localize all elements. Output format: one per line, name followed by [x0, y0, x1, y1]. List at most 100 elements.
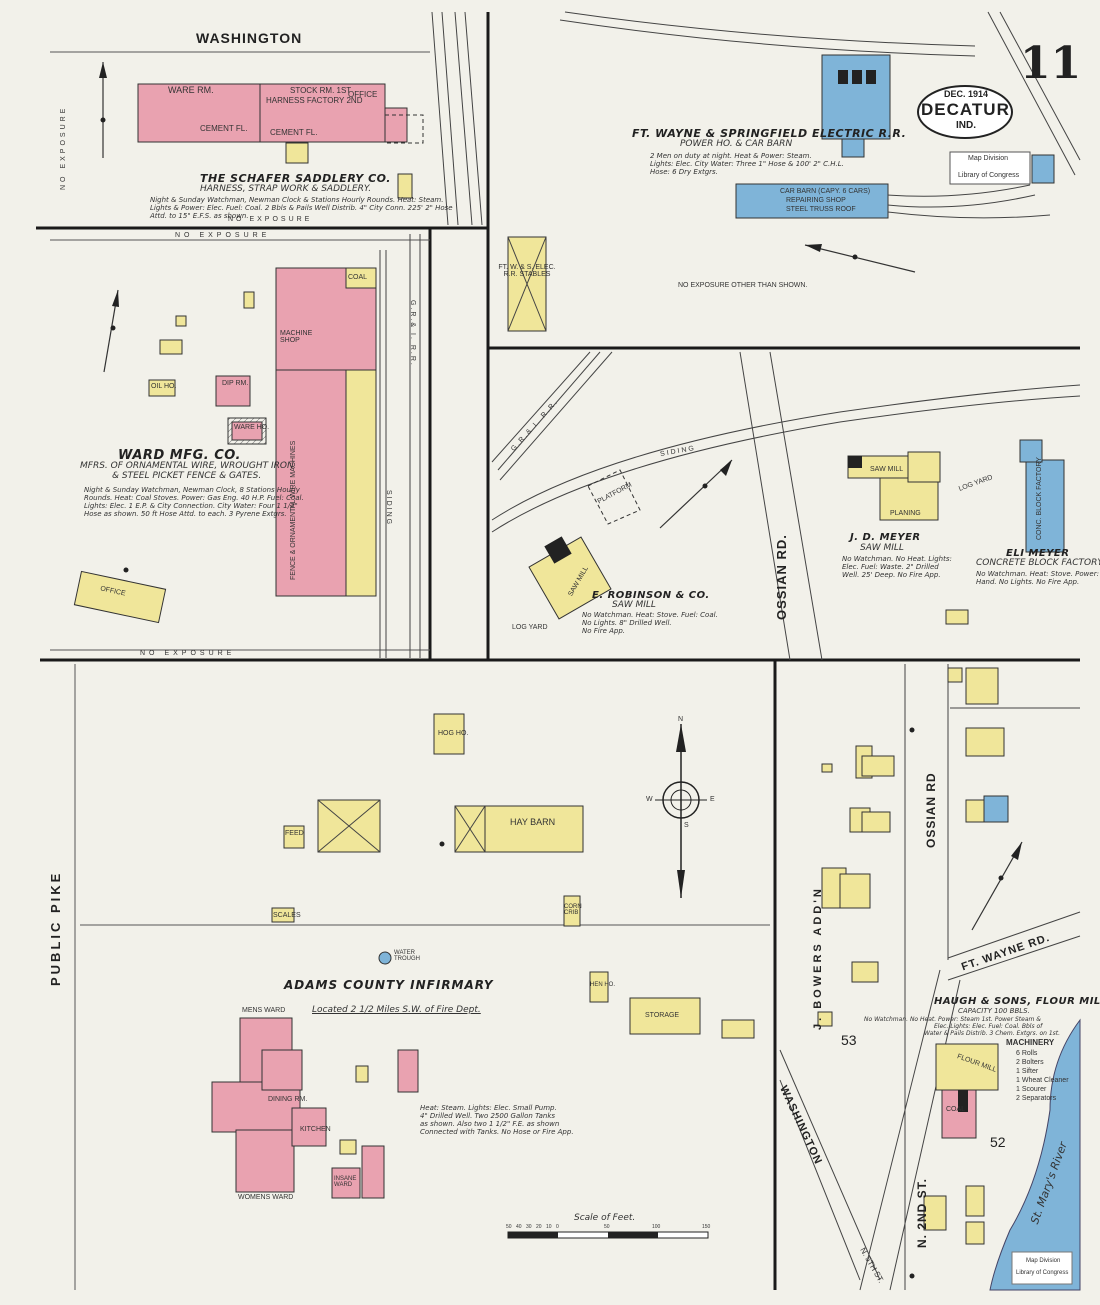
- scale-tick-3: 30: [526, 1224, 532, 1230]
- eli-meyer-factory: [1025, 459, 1065, 553]
- infirmary-hog-ho: HOG HO.: [438, 730, 469, 737]
- hay-barn: [454, 805, 584, 853]
- water-trough: [378, 951, 392, 965]
- machinery-1: 6 Rolls: [1016, 1050, 1038, 1057]
- ward-coal: [345, 267, 377, 289]
- stamp-line-2: Library of Congress: [958, 172, 1020, 179]
- ftwayne-sub: POWER HO. & CAR BARN: [680, 139, 793, 149]
- bottom-stamp: [1011, 1251, 1073, 1285]
- machinery-5: 1 Scourer: [1016, 1086, 1047, 1093]
- infirmary-note-4: Connected with Tanks. No Hose or Fire Ap…: [420, 1128, 574, 1136]
- scale-tick-1: 50: [506, 1224, 512, 1230]
- flourmill-note-1: No Watchman. No Heat. Power: Steam 1st. …: [864, 1016, 1041, 1023]
- street-n-2nd-st: N. 2ND ST.: [915, 1177, 929, 1248]
- infirmary-note-2: 4" Drilled Well. Two 2500 Gallon Tanks: [420, 1112, 556, 1120]
- infirmary-mens-ward: MENS WARD: [242, 1007, 286, 1014]
- flourmill-firm: HAUGH & SONS, FLOUR MILL: [934, 996, 1100, 1007]
- jdmeyer-note-2: Elec. Fuel: Waste. 2" Drilled: [842, 563, 939, 571]
- ftwayne-repair: REPAIRING SHOP: [786, 197, 846, 204]
- street-ossian-rd: OSSIAN RD.: [774, 534, 789, 620]
- ward-note-3: Lights: Elec. 1 E.P. & City Connection. …: [84, 502, 298, 510]
- compass-rose: [655, 724, 707, 898]
- ward-sub-1: MFRS. OF ORNAMENTAL WIRE, WROUGHT IRON: [80, 461, 294, 471]
- schafer-note-1: Night & Sunday Watchman, Newman Clock & …: [150, 196, 444, 204]
- jdmeyer-note-1: No Watchman. No Heat. Lights:: [842, 555, 952, 563]
- robinson-platform: [587, 469, 641, 525]
- schafer-stock-rm: STOCK RM. 1ST: [290, 86, 352, 95]
- scales: [271, 907, 295, 923]
- title-cartouche: [917, 85, 1013, 139]
- ftwayne-stables: FT. W. & S. ELEC. R.R. STABLES: [498, 264, 556, 278]
- car-barn: [735, 183, 889, 219]
- ward-coal-lbl: COAL: [348, 274, 368, 281]
- ward-sub-2: & STEEL PICKET FENCE & GATES.: [112, 471, 262, 481]
- schafer-cement-fl: CEMENT FL.: [200, 124, 248, 133]
- machinery-2: 2 Bolters: [1016, 1059, 1044, 1066]
- ward-note-1: Night & Sunday Watchman, Newman Clock, 8…: [84, 486, 300, 494]
- robinson-firm: E. ROBINSON & CO.: [592, 590, 710, 601]
- schafer-ware-rm: WARE RM.: [168, 85, 214, 95]
- robinson-note-3: No Fire App.: [582, 627, 626, 635]
- hog-house: [433, 713, 465, 755]
- scale-tick-2: 40: [516, 1224, 522, 1230]
- schafer-shed: [397, 173, 413, 199]
- schafer-office: [384, 107, 408, 143]
- stamp-line-1: Map Division: [968, 155, 1009, 162]
- elimeyer-note-1: No Watchman. Heat: Stove. Power:: [976, 570, 1099, 578]
- infirmary-storage: STORAGE: [645, 1012, 680, 1019]
- infirmary-note-1: Heat: Steam. Lights: Elec. Small Pump.: [420, 1104, 557, 1112]
- elimeyer-sub: CONCRETE BLOCK FACTORY: [976, 558, 1100, 568]
- sheet-number: 11: [1020, 38, 1082, 89]
- ward-note-2: Rounds. Heat: Coal Stoves. Power: Gas En…: [84, 494, 304, 502]
- bottom-stamp-1: Map Division: [1026, 1258, 1061, 1264]
- infirmary-location: Located 2 1/2 Miles S.W. of Fire Dept.: [312, 1005, 481, 1015]
- schafer-platform: [384, 114, 424, 144]
- scale-tick-8: 100: [652, 1224, 661, 1230]
- infirmary-building: [211, 1017, 327, 1193]
- compass-n: N: [678, 716, 684, 723]
- street-bowers-addn: J. BOWERS ADD'N: [812, 886, 824, 1030]
- machinery-4: 1 Wheat Cleaner: [1016, 1077, 1069, 1084]
- scale-tick-9: 150: [702, 1224, 711, 1230]
- robinson-note-2: No Lights. 8" Drilled Well.: [582, 619, 672, 627]
- ward-machine-shop-lbl: MACHINE SHOP: [280, 330, 313, 344]
- infirmary-kitchen: KITCHEN: [300, 1126, 331, 1133]
- infirmary-corn-crib: CORN CRIB: [564, 904, 582, 916]
- ftwayne-firm: FT. WAYNE & SPRINGFIELD ELECTRIC R.R.: [632, 127, 907, 140]
- ftwayne-panel: [507, 11, 1081, 332]
- sheet-city: DECATUR: [921, 100, 1010, 119]
- jdmeyer-firm: J. D. MEYER: [850, 532, 921, 543]
- scale-tick-6: 0: [556, 1224, 559, 1230]
- robinson-note-1: No Watchman. Heat: Stove. Fuel: Coal.: [582, 611, 718, 619]
- flourmill-note-3: Water & Pails Distrib. 3 Chem. Extgrs. o…: [924, 1030, 1061, 1037]
- ward-pattern-house: [159, 339, 183, 355]
- scale-tick-4: 20: [536, 1224, 542, 1230]
- street-washington-top: WASHINGTON: [196, 30, 303, 46]
- schafer-no-exposure-bottom: NO EXPOSURE: [228, 216, 313, 223]
- scale-label: Scale of Feet.: [574, 1213, 636, 1223]
- infirmary-scales: SCALES: [273, 912, 301, 919]
- infirmary-dining-rm: DINING RM.: [268, 1096, 308, 1103]
- insane-ward: [331, 1167, 361, 1199]
- ftw-shed: [1031, 154, 1055, 184]
- infirmary-feed: FEED: [285, 830, 304, 837]
- compass-s: S: [684, 822, 689, 829]
- street-ossian-rd-lower: OSSIAN RD: [924, 772, 938, 848]
- ward-no-exposure-bottom: NO EXPOSURE: [140, 650, 236, 657]
- ward-dip-room: [215, 375, 251, 407]
- flourmill-capacity: CAPACITY 100 BBLS.: [958, 1007, 1030, 1015]
- robinson-log-yard: LOG YARD: [512, 624, 548, 631]
- jdmeyer-planing-lbl: PLANING: [890, 510, 921, 517]
- infirmary-panel: [74, 664, 770, 1290]
- street-public-pike: PUBLIC PIKE: [48, 870, 63, 986]
- jdmeyer-saw-mill-lbl: SAW MILL: [870, 466, 904, 473]
- machinery-3: 1 Sifter: [1016, 1068, 1039, 1075]
- ward-dip-rm-lbl: DIP RM.: [222, 380, 249, 387]
- flourmill-machinery-title: MACHINERY: [1006, 1038, 1055, 1047]
- schafer-panel: [50, 11, 483, 226]
- elimeyer-factory-lbl: CONC. BLOCK FACTORY: [1036, 457, 1043, 540]
- infirmary-womens-ward: WOMENS WARD: [238, 1194, 294, 1201]
- infirmary-note-3: as shown. Also two 1 1/2" F.E. as shown: [420, 1120, 560, 1128]
- ward-no-exposure-top: NO EXPOSURE: [175, 232, 271, 239]
- sawmill-shed: [945, 609, 969, 625]
